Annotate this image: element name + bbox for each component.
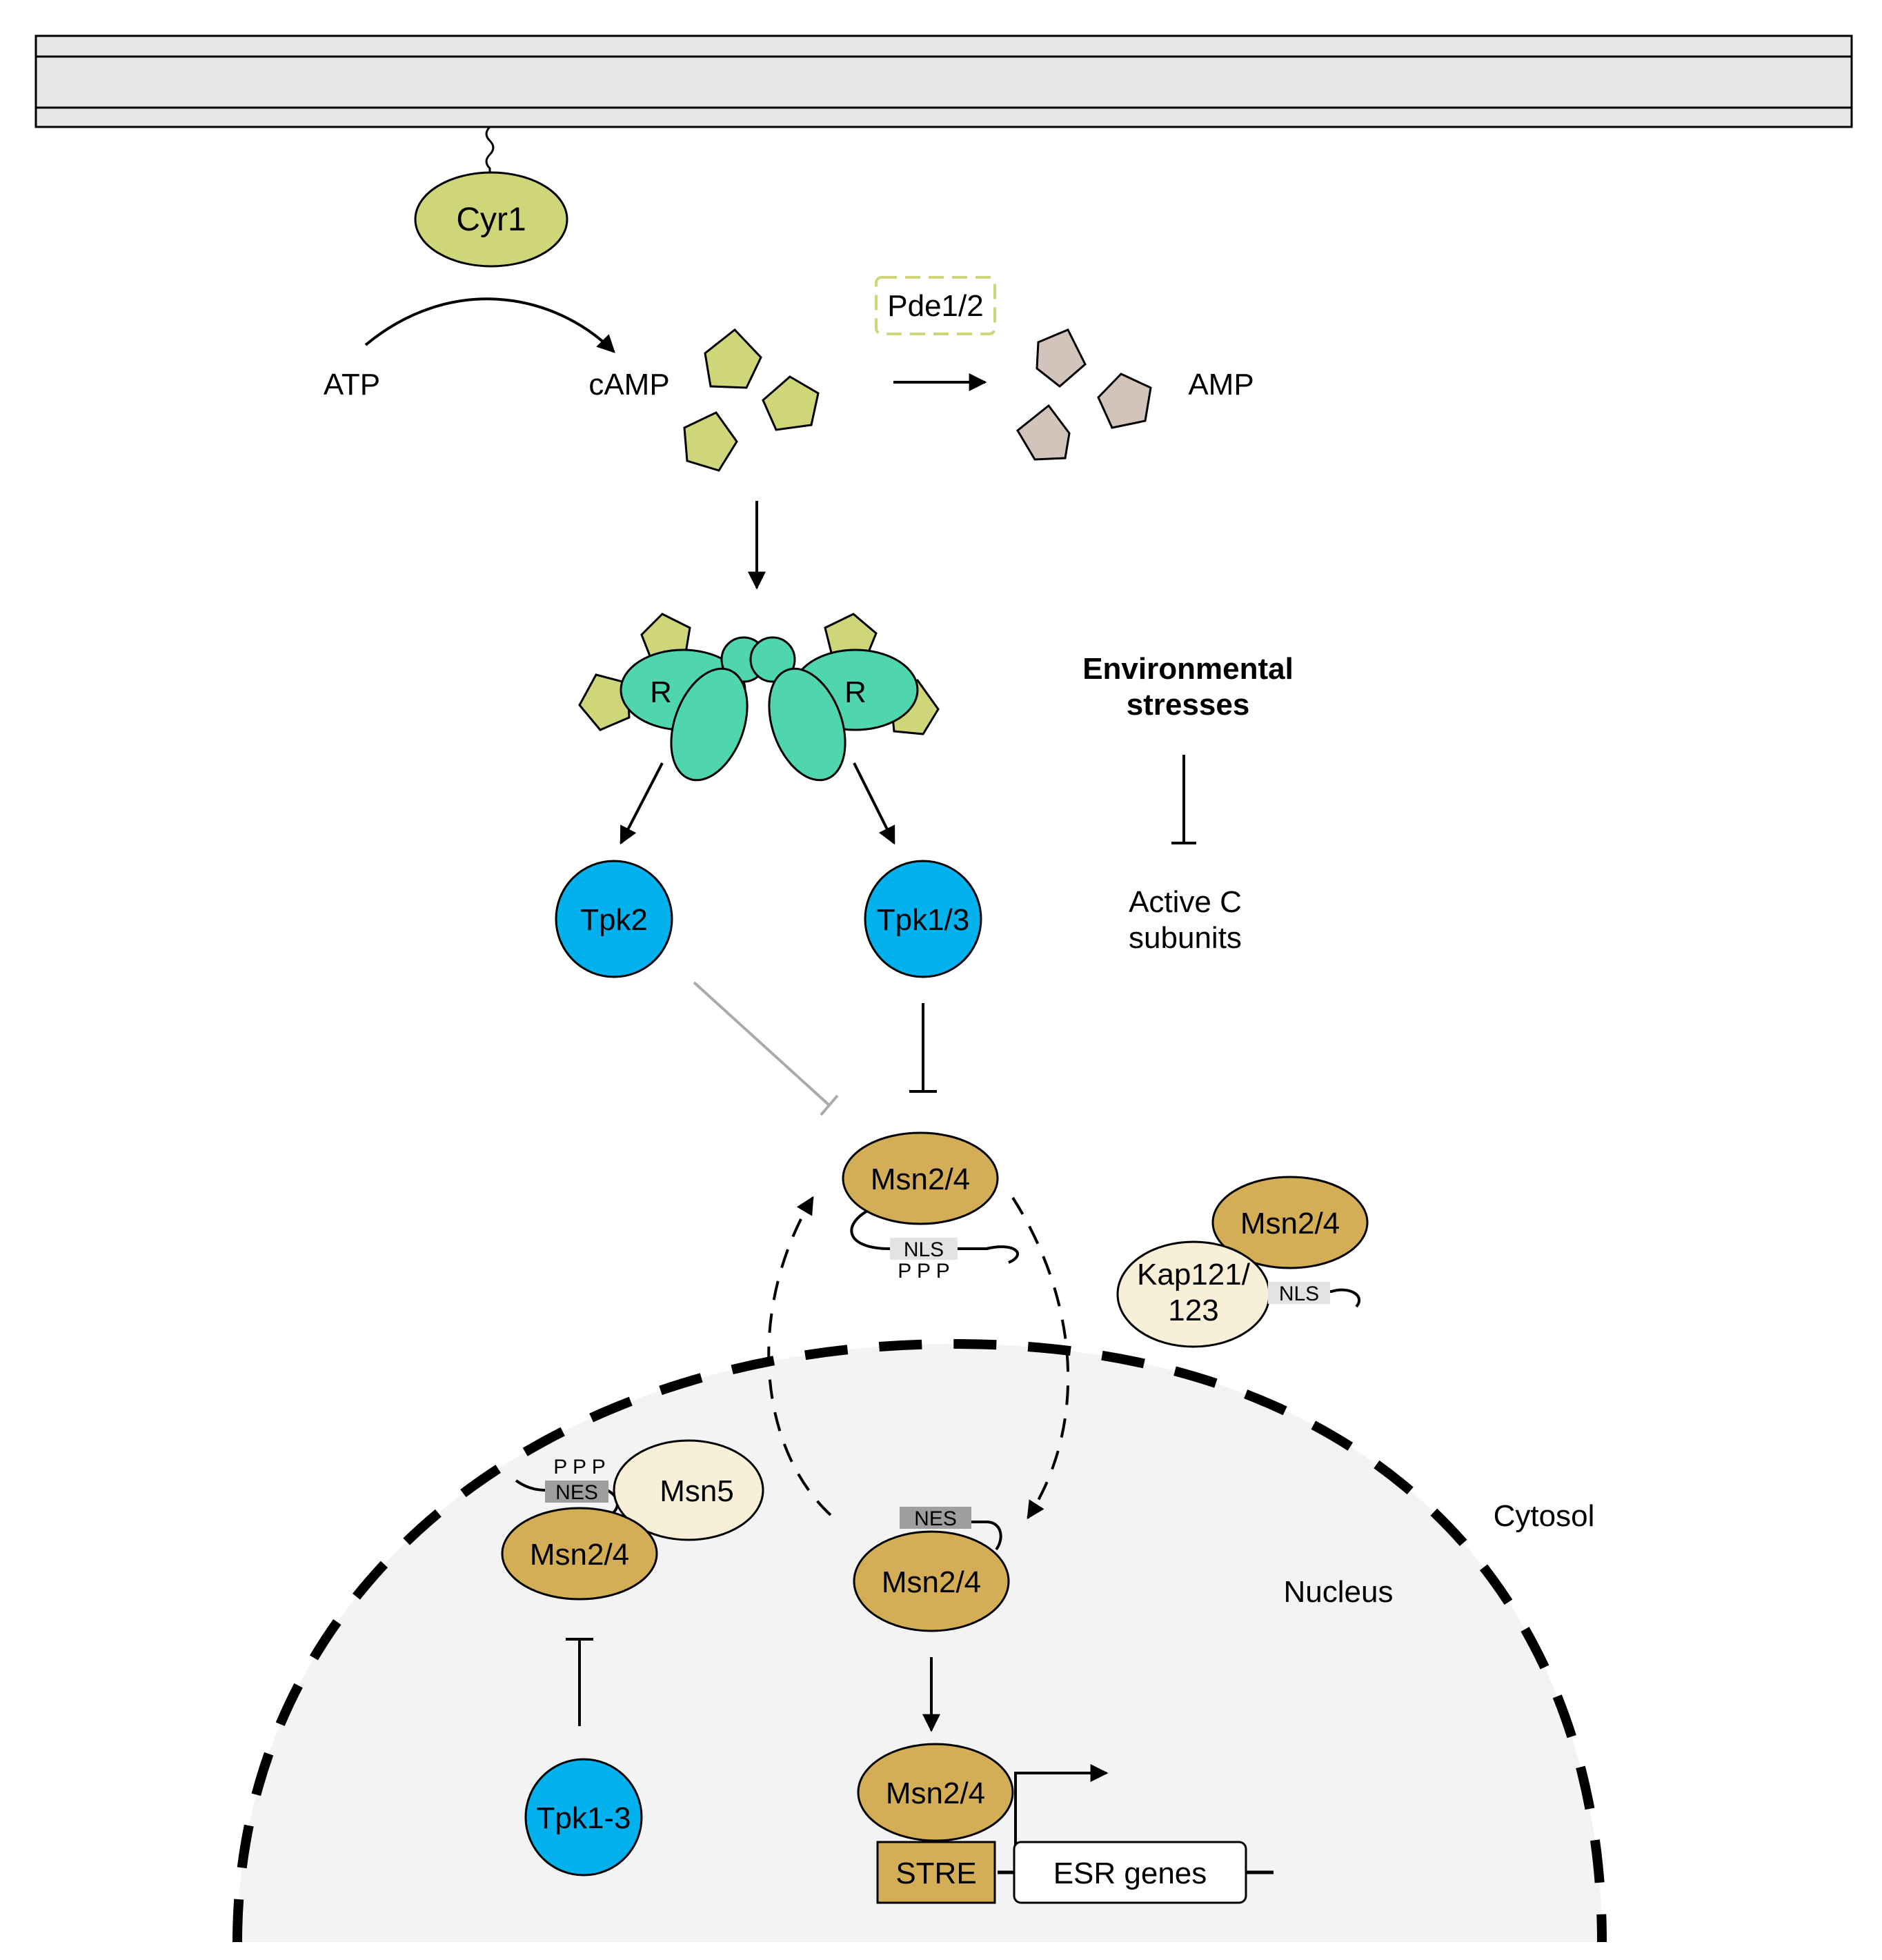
- amp-pentagon: [1097, 373, 1152, 429]
- msn-kap-import-complex: Msn2/4 Kap121/ 123 NLS: [1116, 1176, 1369, 1348]
- cyr1-enzyme: Cyr1: [414, 171, 568, 268]
- nls-top-label: NLS: [904, 1238, 944, 1261]
- amp-molecules: [1016, 328, 1152, 461]
- tpk2-kinase: Tpk2: [555, 860, 673, 978]
- atp-label: ATP: [324, 368, 380, 402]
- msn-mid-complex: Msn2/4 NES: [853, 1507, 1010, 1632]
- camp-label: cAMP: [588, 368, 669, 402]
- atp-to-camp-arrow: [364, 297, 615, 353]
- plasma-membrane: [34, 34, 1853, 128]
- pde-label: Pde1/2: [887, 289, 983, 323]
- msn5-label: Msn5: [660, 1474, 734, 1508]
- tpk13-label: Tpk1/3: [877, 903, 970, 937]
- nes-box-mid: [900, 1507, 971, 1529]
- camp-pentagon: [683, 411, 738, 472]
- tpk13-nuc-label: Tpk1-3: [537, 1801, 631, 1835]
- kap-label-line2: 123: [1168, 1294, 1218, 1327]
- cyr1-label: Cyr1: [456, 201, 526, 238]
- nes-box-left: [545, 1481, 608, 1503]
- msn-top-tail: [850, 1206, 1019, 1264]
- stress-inhibition-line: [1171, 755, 1196, 844]
- r-right-label: R: [844, 675, 866, 709]
- msn-bottom-label: Msn2/4: [886, 1776, 985, 1810]
- camp-molecules: [683, 328, 820, 472]
- nls-box-top: [890, 1238, 958, 1260]
- c-subunit-left: [670, 667, 749, 782]
- tpk13-kinase: Tpk1/3: [864, 860, 982, 978]
- msn-top-label: Msn2/4: [871, 1162, 970, 1196]
- msn-kap-label: Msn2/4: [1240, 1207, 1340, 1240]
- stre-element: [876, 1841, 996, 1904]
- msn5-export-complex: Msn5 Msn2/4 NES P P P: [501, 1439, 764, 1601]
- tpk13-inhibits-msn-line: [909, 1003, 937, 1093]
- amp-pentagon: [1016, 404, 1071, 461]
- esr-genes-box: [1013, 1841, 1247, 1904]
- pka-holoenzyme: R R: [578, 613, 940, 782]
- ppp-top-label: P P P: [898, 1260, 950, 1283]
- active-c-label-line2: subunits: [1129, 921, 1242, 955]
- nuclear-envelope: [232, 1338, 1607, 1943]
- msn-top-complex: Msn2/4 NLS P P P: [842, 1131, 1019, 1283]
- msn-mid-tail: [971, 1521, 1002, 1551]
- tpk13-nuclear-kinase: Tpk1-3: [524, 1758, 643, 1877]
- msn-mid-label: Msn2/4: [882, 1565, 981, 1599]
- c-subunit-right: [768, 667, 846, 782]
- tpk2-label: Tpk2: [580, 903, 648, 937]
- active-c-label-line1: Active C: [1129, 885, 1242, 919]
- nes-mid-label: NES: [914, 1507, 957, 1530]
- pde-enzyme: Pde1/2: [875, 276, 996, 335]
- msn-kap-tail: [1323, 1288, 1361, 1308]
- transcription-start-arrow: [1014, 1764, 1109, 1863]
- cyr1-membrane-tether: [485, 126, 495, 178]
- nuclear-import-arrow: [1011, 1196, 1070, 1520]
- pka-to-tpk2-arrow: [620, 762, 664, 845]
- kap-label-line1: Kap121/: [1137, 1258, 1251, 1291]
- camp-pentagon: [704, 328, 762, 389]
- msn-left-label: Msn2/4: [530, 1538, 629, 1572]
- msn5: [613, 1439, 764, 1541]
- cytosol-label: Cytosol: [1494, 1499, 1595, 1533]
- r-left-label: R: [650, 675, 672, 709]
- ppp-nuc-label: P P P: [553, 1456, 606, 1478]
- stre-label: STRE: [895, 1857, 976, 1890]
- env-stress-label-line1: Environmental: [1082, 652, 1294, 686]
- transcription-unit: Msn2/4 STRE ESR genes: [857, 1743, 1274, 1904]
- nucleus-label: Nucleus: [1284, 1575, 1394, 1609]
- camp-pentagon: [762, 375, 820, 431]
- esr-label: ESR genes: [1053, 1857, 1207, 1890]
- pka-to-tpk13-arrow: [853, 762, 895, 845]
- nes-left-label: NES: [555, 1481, 598, 1504]
- nls-kap-label: NLS: [1279, 1283, 1319, 1305]
- nls-box-kap: [1268, 1282, 1330, 1304]
- nuclear-export-arrow: [767, 1196, 832, 1516]
- amp-label: AMP: [1188, 368, 1254, 402]
- env-stress-label-line2: stresses: [1127, 688, 1250, 722]
- tpk2-inhibits-msn-line: [693, 981, 839, 1116]
- amp-pentagon: [1036, 328, 1087, 388]
- tpk13-nuc-inhibits-line: [566, 1638, 593, 1726]
